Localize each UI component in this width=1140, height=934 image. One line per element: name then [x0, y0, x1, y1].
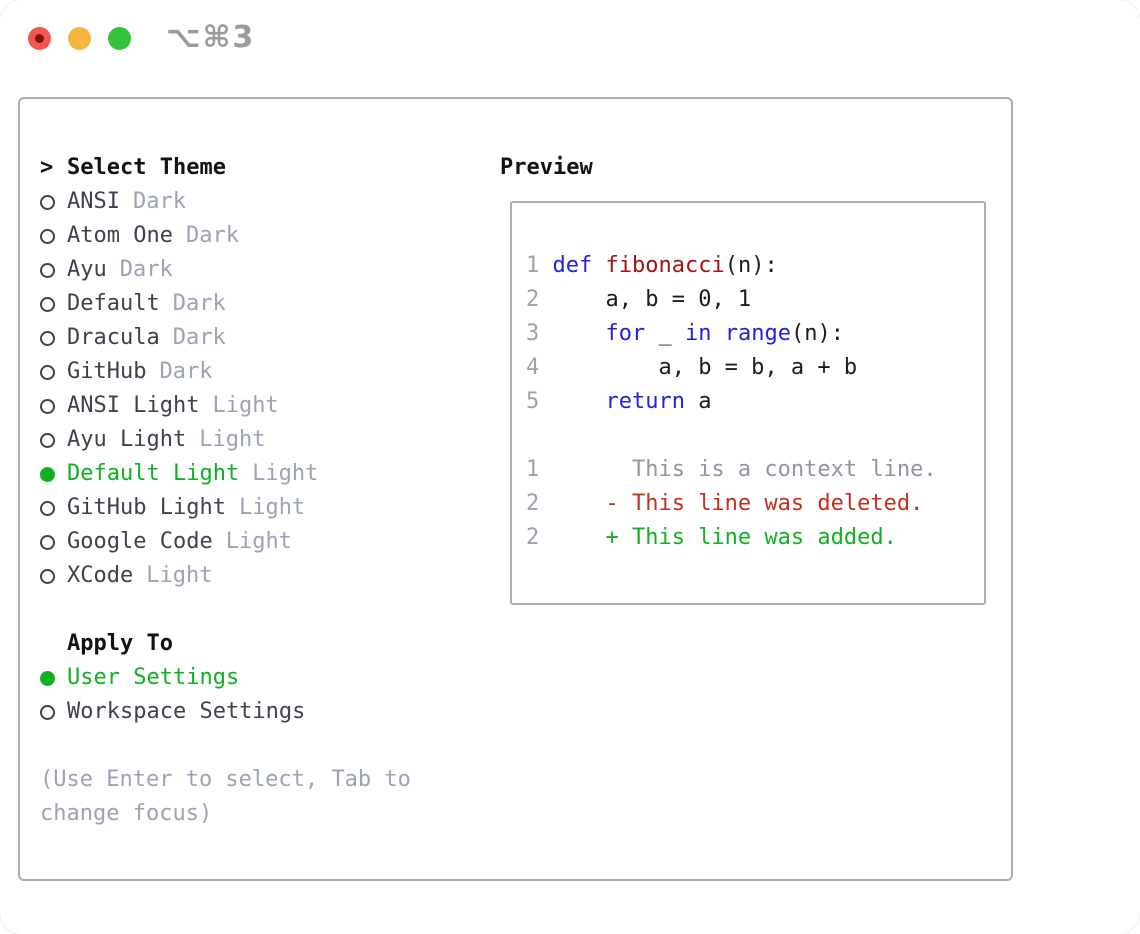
cursor-caret-icon: > — [40, 155, 54, 180]
radio-icon — [40, 568, 67, 584]
theme-variant: Dark — [159, 359, 213, 384]
theme-name: Atom One — [67, 223, 173, 248]
radio-icon — [40, 466, 67, 482]
theme-option[interactable]: Ayu Light Light — [40, 423, 424, 457]
theme-name: Google Code — [67, 529, 213, 554]
radio-icon — [40, 398, 67, 414]
theme-variant: Light — [225, 529, 292, 554]
radio-icon — [40, 432, 67, 448]
theme-option[interactable]: Atom One Dark — [40, 219, 424, 253]
radio-icon — [40, 670, 67, 686]
theme-name: XCode — [67, 563, 134, 588]
apply-to-option[interactable]: Workspace Settings — [40, 695, 424, 729]
radio-icon — [40, 262, 67, 278]
radio-icon — [40, 296, 67, 312]
select-theme-title: Select Theme — [67, 155, 226, 180]
preview-line: 2 a, b = 0, 1 — [526, 287, 752, 312]
apply-to-label: User Settings — [67, 665, 240, 690]
theme-variant: Light — [238, 495, 306, 520]
theme-option[interactable]: Google Code Light — [40, 525, 424, 559]
theme-option[interactable]: GitHub Dark — [40, 355, 424, 389]
theme-name: Dracula — [67, 325, 160, 350]
radio-icon — [40, 534, 67, 550]
preview-line: 5 return a — [526, 389, 712, 414]
theme-variant: Dark — [132, 189, 186, 214]
theme-option[interactable]: ANSI Dark — [40, 185, 424, 219]
theme-variant: Light — [252, 461, 319, 486]
radio-icon — [40, 194, 67, 210]
apply-to-list: User Settings Workspace Settings — [40, 661, 424, 729]
radio-icon — [40, 330, 67, 346]
theme-option[interactable]: Default Light Light — [40, 457, 424, 491]
theme-option[interactable]: ANSI Light Light — [40, 389, 424, 423]
modified-dot-icon — [35, 34, 44, 43]
close-button[interactable] — [28, 27, 51, 50]
apply-to-title: Apply To — [67, 631, 173, 656]
theme-option[interactable]: Ayu Dark — [40, 253, 424, 287]
theme-variant: Dark — [172, 291, 226, 316]
apply-to-label: Workspace Settings — [67, 699, 306, 724]
apply-to-option[interactable]: User Settings — [40, 661, 424, 695]
preview-line: 1 def fibonacci(n): — [526, 253, 778, 278]
radio-icon — [40, 364, 67, 380]
theme-option[interactable]: Default Dark — [40, 287, 424, 321]
preview-line: 4 a, b = b, a + b — [526, 355, 858, 380]
theme-name: Default — [67, 291, 160, 316]
preview-line: 2 - This line was deleted. — [526, 491, 924, 516]
theme-name: ANSI — [67, 189, 120, 214]
radio-icon — [40, 500, 67, 516]
theme-option[interactable]: Dracula Dark — [40, 321, 424, 355]
theme-variant: Dark — [172, 325, 226, 350]
theme-option[interactable]: GitHub Light Light — [40, 491, 424, 525]
zoom-button[interactable] — [108, 27, 131, 50]
theme-name: Default Light — [67, 461, 240, 486]
preview-code: 1 def fibonacci(n): 2 a, b = 0, 1 3 for _ … — [526, 249, 976, 555]
theme-variant: Light — [146, 563, 213, 588]
theme-name: Ayu Light — [67, 427, 187, 452]
keyboard-hint: (Use Enter to select, Tab to change focu… — [40, 767, 425, 826]
apply-to-section: Apply To User Settings Workspace Setting… — [40, 627, 424, 729]
preview-line: 1 This is a context line. — [526, 457, 937, 482]
preview-box: 1 def fibonacci(n): 2 a, b = 0, 1 3 for _ … — [510, 201, 986, 605]
select-theme-header: > Select Theme — [40, 151, 424, 185]
preview-line — [526, 419, 976, 453]
apply-to-header: Apply To — [40, 627, 424, 661]
preview-line: 3 for _ in range(n): — [526, 321, 844, 346]
preview-line: 2 + This line was added. — [526, 525, 897, 550]
theme-name: GitHub Light — [67, 495, 226, 520]
window-title: ⌥⌘3 — [166, 20, 256, 55]
minimize-button[interactable] — [68, 27, 91, 50]
theme-option[interactable]: XCode Light — [40, 559, 424, 593]
theme-name: GitHub — [67, 359, 147, 384]
theme-name: Ayu — [67, 257, 107, 282]
traffic-lights — [28, 27, 131, 50]
theme-variant: Light — [199, 427, 266, 452]
theme-name: ANSI Light — [67, 393, 200, 418]
radio-icon — [40, 704, 67, 720]
theme-variant: Dark — [185, 223, 239, 248]
radio-icon — [40, 228, 67, 244]
preview-title: Preview — [500, 155, 593, 180]
theme-variant: Dark — [119, 257, 173, 282]
theme-variant: Light — [212, 393, 279, 418]
